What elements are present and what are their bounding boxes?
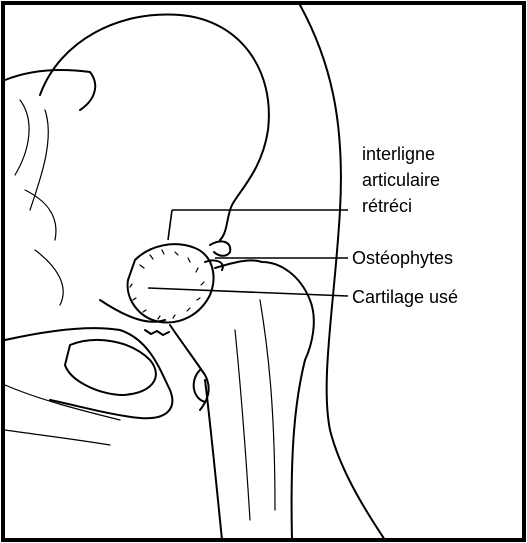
leader-joint-space-down — [168, 210, 172, 240]
leader-cartilage — [148, 288, 348, 296]
femoral-head — [128, 244, 214, 322]
femur-shaft-left — [205, 380, 222, 540]
frame-border — [3, 3, 524, 540]
femur-shading — [235, 300, 275, 520]
sacrum-edge — [5, 70, 95, 110]
body-outline — [300, 5, 385, 540]
label-osteophytes: Ostéophytes — [352, 248, 453, 268]
femoral-neck-bottom — [170, 325, 209, 410]
lesser-trochanter — [194, 370, 205, 402]
label-joint-space-2: articulaire — [362, 170, 440, 190]
ischium — [5, 328, 172, 418]
worn-cartilage-texture — [130, 250, 204, 319]
iliac-wing — [40, 14, 269, 240]
femoral-neck-top — [215, 260, 314, 360]
obturator-foramen — [65, 340, 156, 395]
joint-space — [145, 330, 169, 335]
label-joint-space-3: rétréci — [362, 196, 412, 216]
label-joint-space-1: interligne — [362, 144, 435, 164]
sacrum-lines — [15, 100, 63, 305]
femur-shaft-right — [292, 360, 305, 540]
label-worn-cartilage: Cartilage usé — [352, 287, 458, 307]
pubic-branch — [5, 385, 120, 445]
